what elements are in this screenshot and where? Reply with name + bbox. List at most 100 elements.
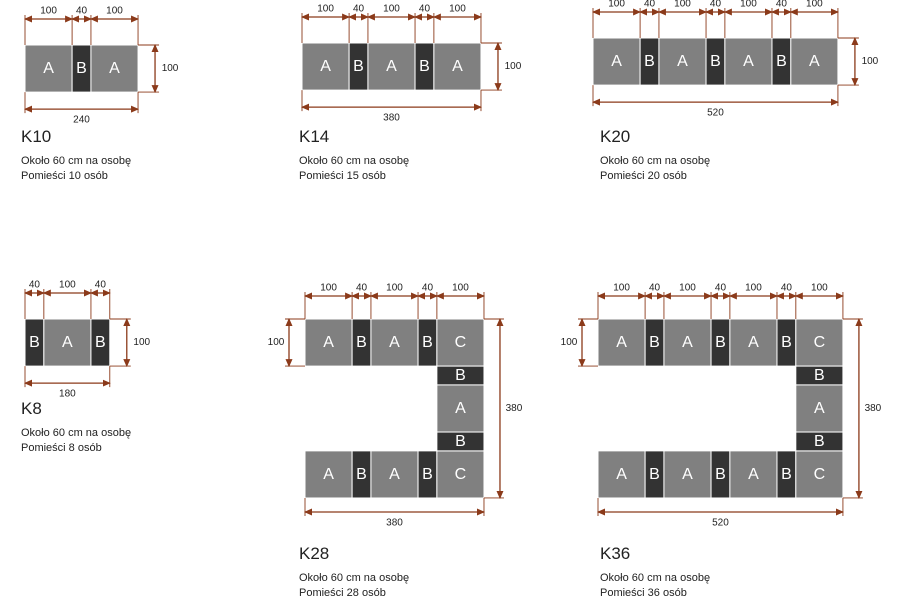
tile-letter: A [682,466,693,483]
table-tile-b [795,431,844,452]
table-tile-a [367,42,416,91]
dimension-label: 100 [268,337,285,348]
table-tile-a [436,384,485,433]
dimension-label: 100 [811,283,828,294]
tile-letter: A [814,400,825,417]
table-tile-a [663,318,712,367]
dimension-label: 100 [674,0,691,10]
caption-k36: K36 Około 60 cm na osobę Pomieści 36 osó… [600,544,710,601]
table-tile-b [436,431,485,452]
dimension-label: 380 [506,403,523,414]
table-tile-a [790,37,839,86]
dimension-label: 100 [740,0,757,10]
spacing-note: Około 60 cm na osobę [299,155,410,167]
tile-letter: B [715,466,726,483]
tile-letter: B [649,334,660,351]
tile-letter: A [452,58,463,75]
capacity-note: Pomieści 36 osób [600,587,687,599]
tile-letter: A [109,60,120,77]
table-tile-a [724,37,773,86]
dimension-label: 40 [29,280,41,291]
tile-letter: A [386,58,397,75]
dimension-label: 100 [679,283,696,294]
dimension-label: 380 [383,113,400,124]
tile-letter: A [616,466,627,483]
tile-letter: A [43,60,54,77]
caption-k20: K20 Około 60 cm na osobę Pomieści 20 osó… [600,127,710,184]
tile-letter: A [748,334,759,351]
dimension-label: 40 [644,0,656,10]
tile-letter: A [748,466,759,483]
caption-k14: K14 Około 60 cm na osobę Pomieści 15 osó… [299,127,409,184]
tile-letter: B [353,58,364,75]
dimension-label: 100 [320,283,337,294]
dimension-label: 40 [356,283,368,294]
dimension-label: 100 [452,283,469,294]
dimension-label: 100 [862,56,879,67]
dimension-label: 100 [505,61,522,72]
capacity-note: Pomieści 10 osób [21,170,108,182]
table-tile-a [370,450,419,499]
tile-letter: C [814,334,826,351]
tile-letter: B [814,367,825,384]
table-tile-a [663,450,712,499]
dimension-label: 40 [95,280,107,291]
tile-letter: B [715,334,726,351]
tile-letter: B [422,466,433,483]
tile-letter: A [616,334,627,351]
tile-letter: A [389,334,400,351]
table-tile-a [304,450,353,499]
dimension-label: 100 [613,283,630,294]
table-tile-a [301,42,350,91]
tile-letter: B [95,334,106,351]
tile-letter: B [776,53,787,70]
dimension-label: 100 [162,63,179,74]
table-tile-a [729,318,778,367]
table-tile-c [436,450,485,499]
caption-k8: K8 Około 60 cm na osobę Pomieści 8 osób [21,399,131,456]
tile-letter: A [677,53,688,70]
tile-letter: B [356,334,367,351]
spacing-note: Około 60 cm na osobę [600,155,711,167]
tile-letter: A [62,334,73,351]
tile-letter: A [323,466,334,483]
tile-letter: B [781,466,792,483]
tile-letter: B [356,466,367,483]
capacity-note: Pomieści 15 osób [299,170,386,182]
capacity-note: Pomieści 8 osób [21,442,102,454]
tile-letter: C [455,334,467,351]
table-tile-a [592,37,641,86]
dimension-label: 240 [73,115,90,126]
dimension-label: 100 [106,6,123,17]
dimension-label: 100 [317,4,334,15]
dimension-label: 40 [781,283,793,294]
tile-letter: B [814,433,825,450]
tile-letter: A [743,53,754,70]
dimension-label: 100 [561,337,578,348]
dimension-label: 380 [865,403,882,414]
dimension-label: 40 [76,6,88,17]
tile-letter: B [781,334,792,351]
table-tile-b [90,318,111,367]
dimension-label: 40 [422,283,434,294]
dimension-label: 100 [608,0,625,10]
table-tile-a [597,318,646,367]
dimension-label: 520 [712,517,729,528]
tile-letter: B [29,334,40,351]
dimension-label: 100 [59,280,76,291]
table-tile-a [24,44,73,93]
spacing-note: Około 60 cm na osobę [21,427,132,439]
tile-letter: A [320,58,331,75]
table-tile-c [795,450,844,499]
table-tile-a [433,42,482,91]
caption-k28: K28 Około 60 cm na osobę Pomieści 28 osó… [299,544,409,601]
tile-letter: C [814,466,826,483]
tile-letter: A [389,466,400,483]
layout-name: K20 [600,127,631,146]
spacing-note: Około 60 cm na osobę [21,155,132,167]
dimension-label: 100 [386,283,403,294]
layout-name: K8 [21,399,42,418]
dimension-label: 100 [449,4,466,15]
tile-letter: A [682,334,693,351]
dimension-label: 380 [386,517,403,528]
